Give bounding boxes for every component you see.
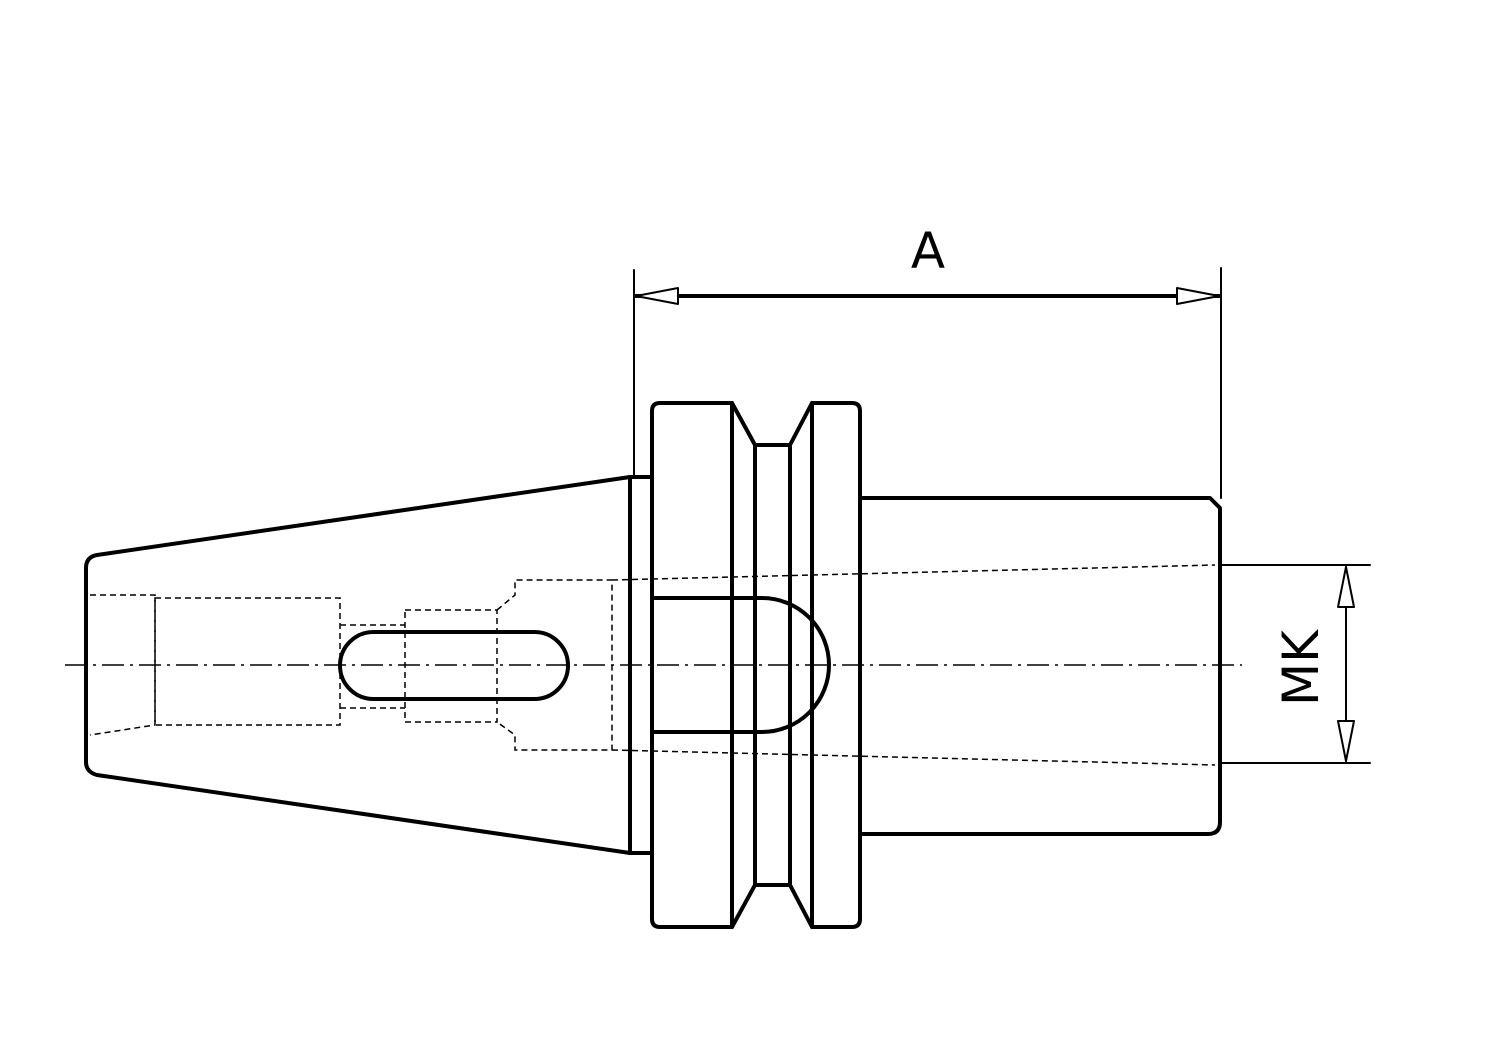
v-flange [650,401,862,929]
dimension-mk: MK [1219,564,1371,764]
dimension-a-label: A [911,222,945,280]
taper-cone [84,475,652,855]
hidden-bore-lines [89,564,1216,766]
dimension-a: A [633,222,1222,499]
cylindrical-shank [858,496,1222,836]
drive-slot [338,630,570,701]
dimension-mk-label: MK [1272,629,1330,706]
drive-key [650,596,831,734]
